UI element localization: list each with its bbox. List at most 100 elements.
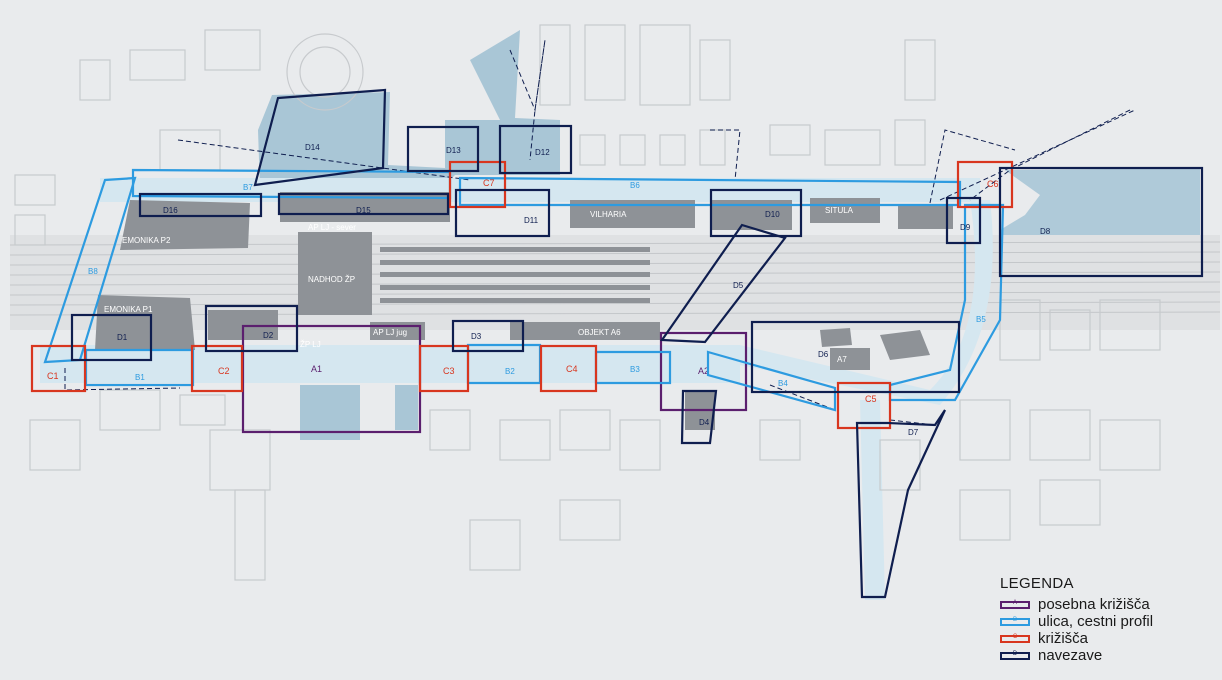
building-labels: EMONIKA P2 EMONIKA P1 AP LJ - sever NADH…: [104, 206, 854, 364]
area-outline-c4: [539, 344, 598, 393]
legend-item-special: A posebna križišča: [1000, 596, 1215, 613]
area-outline-b4: [706, 350, 837, 412]
area-label-d1: D1: [117, 333, 128, 342]
area-outline-d12: [498, 124, 573, 175]
label-nadhod: NADHOD ŽP: [308, 275, 355, 284]
area-d11: D11: [454, 188, 551, 238]
label-situla: SITULA: [825, 206, 854, 215]
area-label-c7: C7: [483, 178, 495, 188]
legend-label-street: ulica, cestni profil: [1038, 613, 1154, 630]
base-map: [9, 24, 1221, 600]
area-label-b5: B5: [976, 315, 986, 324]
area-d6: D6: [750, 320, 961, 394]
area-outline-c6: [956, 160, 1014, 209]
area-c6: C6: [956, 160, 1014, 209]
area-outline-d14: [253, 88, 387, 187]
area-label-d4: D4: [699, 418, 710, 427]
area-label-d9: D9: [960, 223, 971, 232]
light-buildings: [14, 24, 1161, 581]
area-d5: D5: [659, 223, 787, 344]
platforms: [380, 247, 650, 303]
area-label-d5: D5: [733, 281, 744, 290]
area-outline-d3: [451, 319, 525, 353]
area-outline-d5: [659, 223, 787, 344]
area-d3: D3: [451, 319, 525, 353]
area-label-c5: C5: [865, 394, 877, 404]
area-outline-d6: [750, 320, 961, 394]
legend-swatch-crossing: C: [1000, 634, 1030, 643]
area-label-b3: B3: [630, 365, 640, 374]
legend: LEGENDA A posebna križišča B ulica, cest…: [1000, 575, 1215, 664]
area-d16: D16: [138, 192, 263, 218]
area-label-d8: D8: [1040, 227, 1051, 236]
legend-swatch-connection: D: [1000, 651, 1030, 660]
label-vilharia: VILHARIA: [590, 210, 627, 219]
legend-item-crossing: C križišča: [1000, 630, 1215, 647]
area-outline-c2: [190, 344, 244, 393]
area-d8: D8: [998, 166, 1204, 278]
area-outline-d2: [204, 304, 299, 353]
label-emonika-p1: EMONIKA P1: [104, 305, 153, 314]
water-area-south-2: [395, 385, 418, 430]
area-label-b4: B4: [778, 379, 788, 388]
area-outline-d7: [855, 409, 946, 599]
area-outline-d11: [454, 188, 551, 238]
label-ap-jug: AP LJ jug: [373, 328, 407, 337]
area-label-c4: C4: [566, 364, 578, 374]
label-ap-sever: AP LJ - sever: [308, 223, 356, 232]
area-d9: D9: [945, 196, 982, 245]
area-c1: C1: [30, 344, 87, 393]
water-area-south: [300, 385, 360, 440]
area-outline-c5: [836, 381, 892, 430]
area-a2: A2: [659, 331, 748, 412]
area-label-b6: B6: [630, 181, 640, 190]
label-a7: A7: [837, 355, 847, 364]
legend-title: LEGENDA: [1000, 575, 1074, 592]
area-d12: D12: [498, 124, 573, 175]
area-label-b1: B1: [135, 373, 145, 382]
area-d7: D7: [855, 409, 946, 599]
label-objekt-a6: OBJEKT A6: [578, 328, 621, 337]
area-c4: C4: [539, 344, 598, 393]
area-b6: B6: [458, 176, 962, 207]
area-label-d6: D6: [818, 350, 829, 359]
area-c3: C3: [418, 344, 470, 393]
legend-label-special: posebna križišča: [1038, 596, 1150, 613]
label-emonika-p2: EMONIKA P2: [122, 236, 171, 245]
area-label-d10: D10: [765, 210, 780, 219]
area-outline-d8: [998, 166, 1204, 278]
area-label-b2: B2: [505, 367, 515, 376]
area-d13: D13: [406, 125, 480, 173]
area-outline-d16: [138, 192, 263, 218]
area-label-c3: C3: [443, 366, 455, 376]
area-d10: D10: [709, 188, 803, 238]
area-outline-d4: [680, 389, 718, 445]
street-south-branch: [860, 400, 885, 600]
area-d2: D2: [204, 304, 299, 353]
area-label-b7: B7: [243, 183, 253, 192]
area-label-d14: D14: [305, 143, 320, 152]
area-outline-c3: [418, 344, 470, 393]
area-outline-b6: [458, 176, 962, 207]
area-outline-d15: [277, 192, 450, 216]
label-zp-lj: ŽP LJ: [300, 340, 321, 349]
area-outline-d13: [406, 125, 480, 173]
legend-swatch-street: B: [1000, 617, 1030, 626]
area-label-c1: C1: [47, 371, 59, 381]
area-label-d13: D13: [446, 146, 461, 155]
legend-label-crossing: križišča: [1038, 630, 1089, 647]
area-outline-d1: [70, 313, 153, 362]
area-outline-a2: [659, 331, 748, 412]
area-d4: D4: [680, 389, 718, 445]
area-label-d3: D3: [471, 332, 482, 341]
area-label-a2: A2: [698, 366, 709, 376]
area-outline-d10: [709, 188, 803, 238]
area-label-b8: B8: [88, 267, 98, 276]
area-label-a1: A1: [311, 364, 322, 374]
area-d14: D14: [253, 88, 387, 187]
legend-label-connection: navezave: [1038, 647, 1103, 664]
area-outline-d9: [945, 196, 982, 245]
